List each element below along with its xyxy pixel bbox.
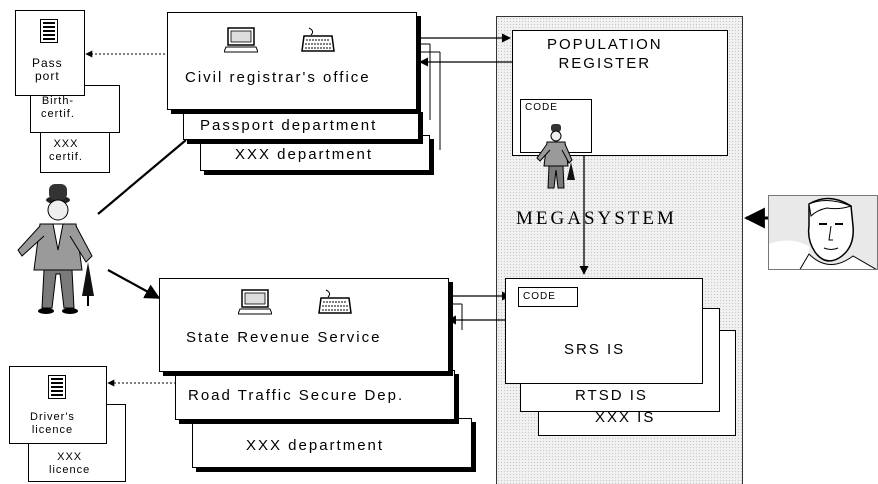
civil-registrar-label: Civil registrar's office: [185, 69, 371, 86]
drivers-licence-doc: Driver's licence: [9, 366, 107, 444]
megasystem-title: MEGASYSTEM: [516, 208, 677, 229]
person-to-civil-line: [97, 139, 187, 215]
keyboard-icon: [318, 289, 352, 314]
code-box-bottom: CODE: [518, 287, 578, 307]
passport-doc: Pass port: [15, 10, 85, 96]
arrow-person-to-srs: [107, 269, 161, 299]
xxx-certificate-doc: XXX certif.: [40, 125, 110, 173]
state-revenue-service-box: State Revenue Service: [159, 278, 449, 372]
person-with-umbrella-icon: [17, 184, 94, 314]
rtsd-is-label: RTSD IS: [575, 387, 648, 404]
road-traffic-dept-box: Road Traffic Secure Dep.: [175, 370, 455, 420]
birth-certificate-label: Birth- certif.: [41, 95, 75, 120]
xxx-is-label: XXX IS: [595, 409, 656, 426]
civil-registrar-box: Civil registrar's office: [167, 12, 417, 110]
srs-xxx-department-box: XXX department: [192, 418, 472, 468]
xxx-licence-label: XXX licence: [49, 451, 91, 476]
computer-icon: [238, 289, 272, 315]
srs-xxx-department-label: XXX department: [246, 437, 385, 454]
xxx-department-box: XXX department: [200, 135, 430, 171]
code-label-bottom: CODE: [523, 291, 556, 302]
population-register-box: POPULATION REGISTER CODE: [512, 30, 728, 156]
xxx-certificate-label: XXX certif.: [49, 138, 83, 163]
document-icon: [48, 375, 66, 399]
person-with-umbrella-icon: [536, 124, 575, 189]
passport-label: Pass port: [32, 56, 63, 83]
xxx-department-label: XXX department: [235, 146, 374, 163]
keyboard-icon: [301, 27, 335, 52]
face-portrait-icon: [769, 197, 877, 269]
portrait-frame: [768, 195, 878, 270]
passport-department-label: Passport department: [200, 117, 378, 134]
srs-is-box: CODE SRS IS: [505, 278, 703, 384]
document-icon: [40, 19, 58, 43]
code-label-top: CODE: [525, 102, 558, 113]
population-register-label: POPULATION REGISTER: [547, 36, 663, 72]
road-traffic-dept-label: Road Traffic Secure Dep.: [188, 387, 405, 404]
srs-is-label: SRS IS: [564, 341, 626, 358]
state-revenue-service-label: State Revenue Service: [186, 329, 382, 346]
passport-department-box: Passport department: [183, 108, 419, 140]
computer-icon: [224, 27, 258, 53]
drivers-licence-label: Driver's licence: [30, 411, 75, 436]
